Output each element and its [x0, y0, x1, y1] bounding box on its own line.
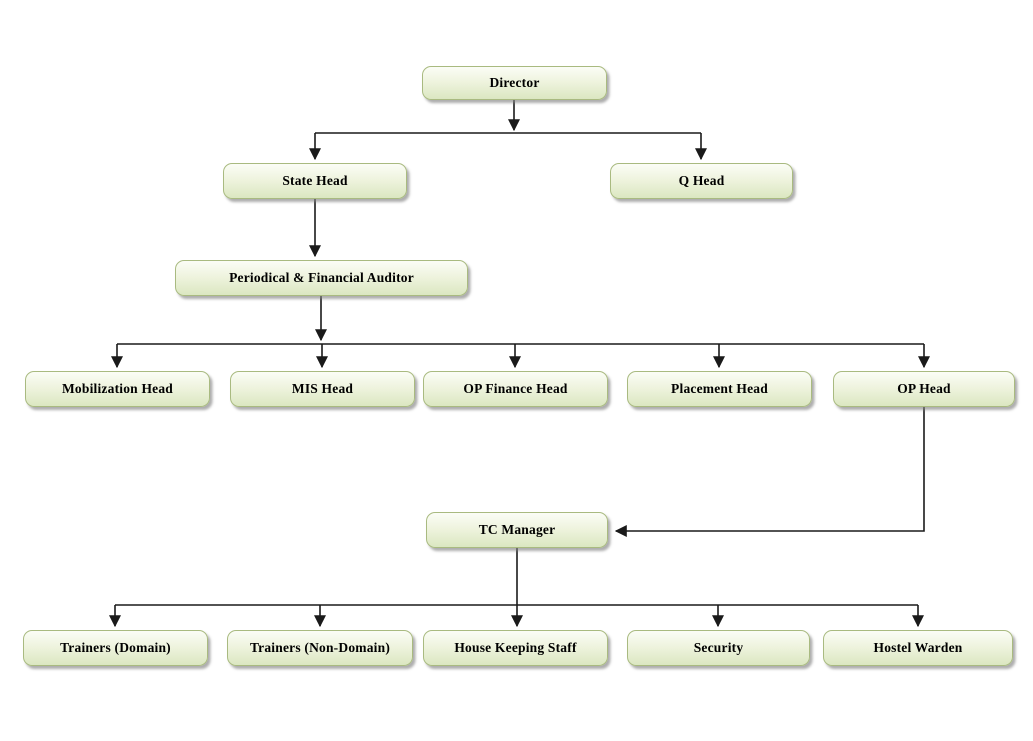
edge-ophead-tcmanager: [614, 407, 925, 537]
org-node-op-head: OP Head: [833, 371, 1015, 407]
org-node-tc-manager: TC Manager: [426, 512, 608, 548]
org-node-mis-head: MIS Head: [230, 371, 415, 407]
org-node-trainers-domain: Trainers (Domain): [23, 630, 208, 666]
org-node-mobilization-head: Mobilization Head: [25, 371, 210, 407]
org-node-state-head: State Head: [223, 163, 407, 199]
org-node-placement-head: Placement Head: [627, 371, 812, 407]
org-node-hostel-warden: Hostel Warden: [823, 630, 1013, 666]
org-node-q-head: Q Head: [610, 163, 793, 199]
org-node-security: Security: [627, 630, 810, 666]
org-node-trainers-non-domain: Trainers (Non-Domain): [227, 630, 413, 666]
org-node-director: Director: [422, 66, 607, 100]
org-node-op-finance-head: OP Finance Head: [423, 371, 608, 407]
org-node-periodical-financial-auditor: Periodical & Financial Auditor: [175, 260, 468, 296]
org-node-house-keeping-staff: House Keeping Staff: [423, 630, 608, 666]
